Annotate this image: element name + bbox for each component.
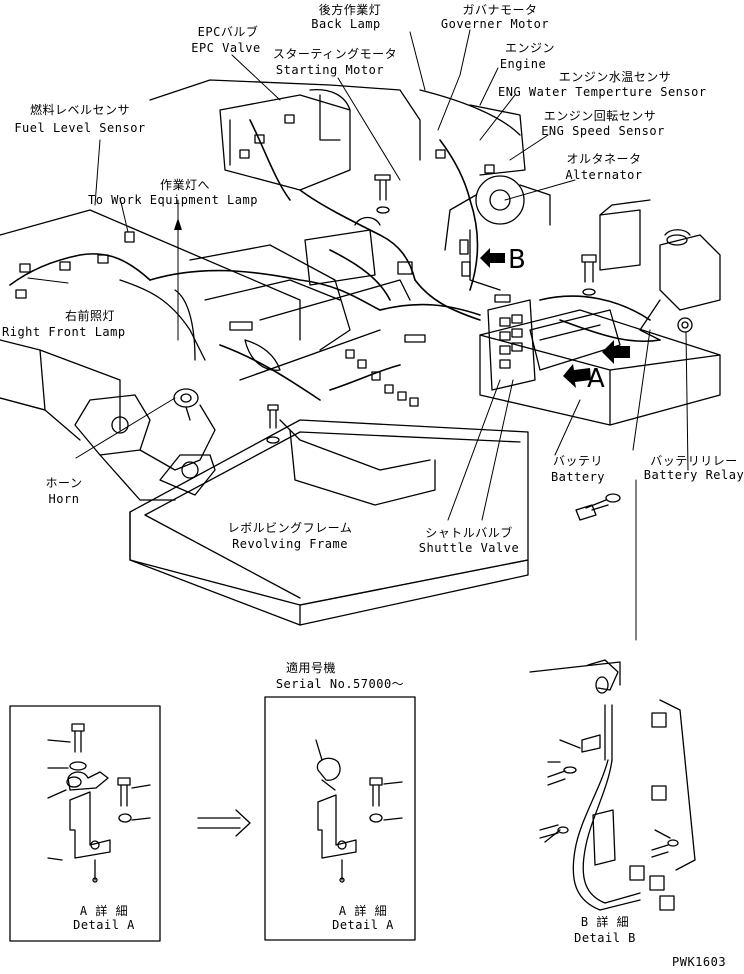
- left-frame-drawing: [0, 209, 301, 501]
- leader-lines: [27, 29, 689, 641]
- label-work-lamp-en: To Work Equipment Lamp: [88, 193, 258, 207]
- detail-a-drawing: [47, 723, 151, 883]
- label-epc-valve-jp: EPCバルブ: [197, 25, 259, 39]
- bolts-main: [229, 174, 621, 521]
- label-shuttle-valve-en: Shuttle Valve: [418, 541, 520, 555]
- label-alternator-jp: オルタネータ: [566, 152, 642, 166]
- label-detail-a-jp: A 詳 細: [79, 904, 129, 918]
- label-serial-jp: 適用号機: [285, 661, 337, 675]
- label-right-front-lamp-en: Right Front Lamp: [2, 325, 126, 339]
- detail-a-box: [9, 705, 161, 942]
- drawing-number: PWK1603: [672, 955, 727, 969]
- engine-drawing: [149, 79, 526, 286]
- label-fuel-level-en: Fuel Level Sensor: [14, 121, 146, 135]
- horn-drawing: [173, 388, 199, 421]
- label-alternator-en: Alternator: [565, 168, 643, 182]
- view-arrows: [480, 248, 630, 388]
- label-back-lamp-jp: 後方作業灯: [318, 3, 382, 17]
- label-engine-jp: エンジン: [504, 41, 556, 55]
- detail-b-drawing: [529, 659, 696, 911]
- label-battery-relay-en: Battery Relay: [643, 468, 744, 482]
- view-label-a: A: [587, 364, 605, 394]
- label-battery-en: Battery: [550, 470, 606, 484]
- view-label-b: B: [508, 245, 526, 275]
- label-eng-speed-en: ENG Speed Sensor: [541, 124, 665, 138]
- label-detail-b-en: Detail B: [574, 931, 636, 945]
- center-structure-drawing: [189, 244, 436, 506]
- label-right-front-lamp-jp: 右前照灯: [64, 309, 116, 323]
- label-eng-water-temp-en: ENG Water Temperture Sensor: [498, 85, 707, 99]
- label-revolving-frame-en: Revolving Frame: [232, 537, 348, 551]
- battery-relay-drawing: [639, 229, 721, 341]
- label-detail-a2-jp: A 詳 細: [338, 904, 388, 918]
- label-eng-speed-jp: エンジン回転センサ: [543, 109, 657, 123]
- label-horn-jp: ホーン: [45, 476, 83, 490]
- label-revolving-frame-jp: レボルビングフレーム: [227, 521, 353, 535]
- label-shuttle-valve-jp: シャトルバルブ: [425, 526, 513, 540]
- alternator-drawing: [444, 175, 551, 291]
- battery-drawing: [479, 199, 721, 426]
- label-governor-motor-jp: ガバナモータ: [462, 3, 538, 17]
- label-horn-en: Horn: [48, 492, 80, 506]
- label-work-lamp-jp: 作業灯へ: [159, 178, 211, 192]
- label-serial-en: Serial No.57000～: [275, 677, 405, 691]
- label-starting-motor-en: Starting Motor: [275, 63, 385, 77]
- shuttle-valve-drawing: [487, 299, 536, 391]
- detail-a2-box: [264, 696, 416, 941]
- label-engine-en: Engine: [499, 57, 547, 71]
- label-detail-b-jp: B 詳 細: [580, 915, 630, 929]
- arrow-head-work-lamp: [174, 218, 182, 230]
- label-starting-motor-jp: スターティングモータ: [272, 47, 398, 61]
- label-back-lamp-en: Back Lamp: [311, 17, 381, 31]
- detail-a2-drawing: [315, 739, 403, 883]
- connectors: [15, 114, 495, 407]
- label-governor-motor-en: Governer Motor: [440, 17, 550, 31]
- label-detail-a2-en: Detail A: [332, 918, 394, 932]
- label-epc-valve-en: EPC Valve: [191, 41, 261, 55]
- revolving-frame-drawing: [129, 419, 529, 626]
- label-battery-jp: バッテリ: [552, 454, 604, 468]
- label-battery-relay-jp: バッテリリレー: [650, 454, 738, 468]
- label-eng-water-temp-jp: エンジン水温センサ: [558, 70, 672, 84]
- detail-arrow: [197, 809, 251, 837]
- label-detail-a-en: Detail A: [73, 918, 135, 932]
- label-fuel-level-jp: 燃料レベルセンサ: [29, 103, 131, 117]
